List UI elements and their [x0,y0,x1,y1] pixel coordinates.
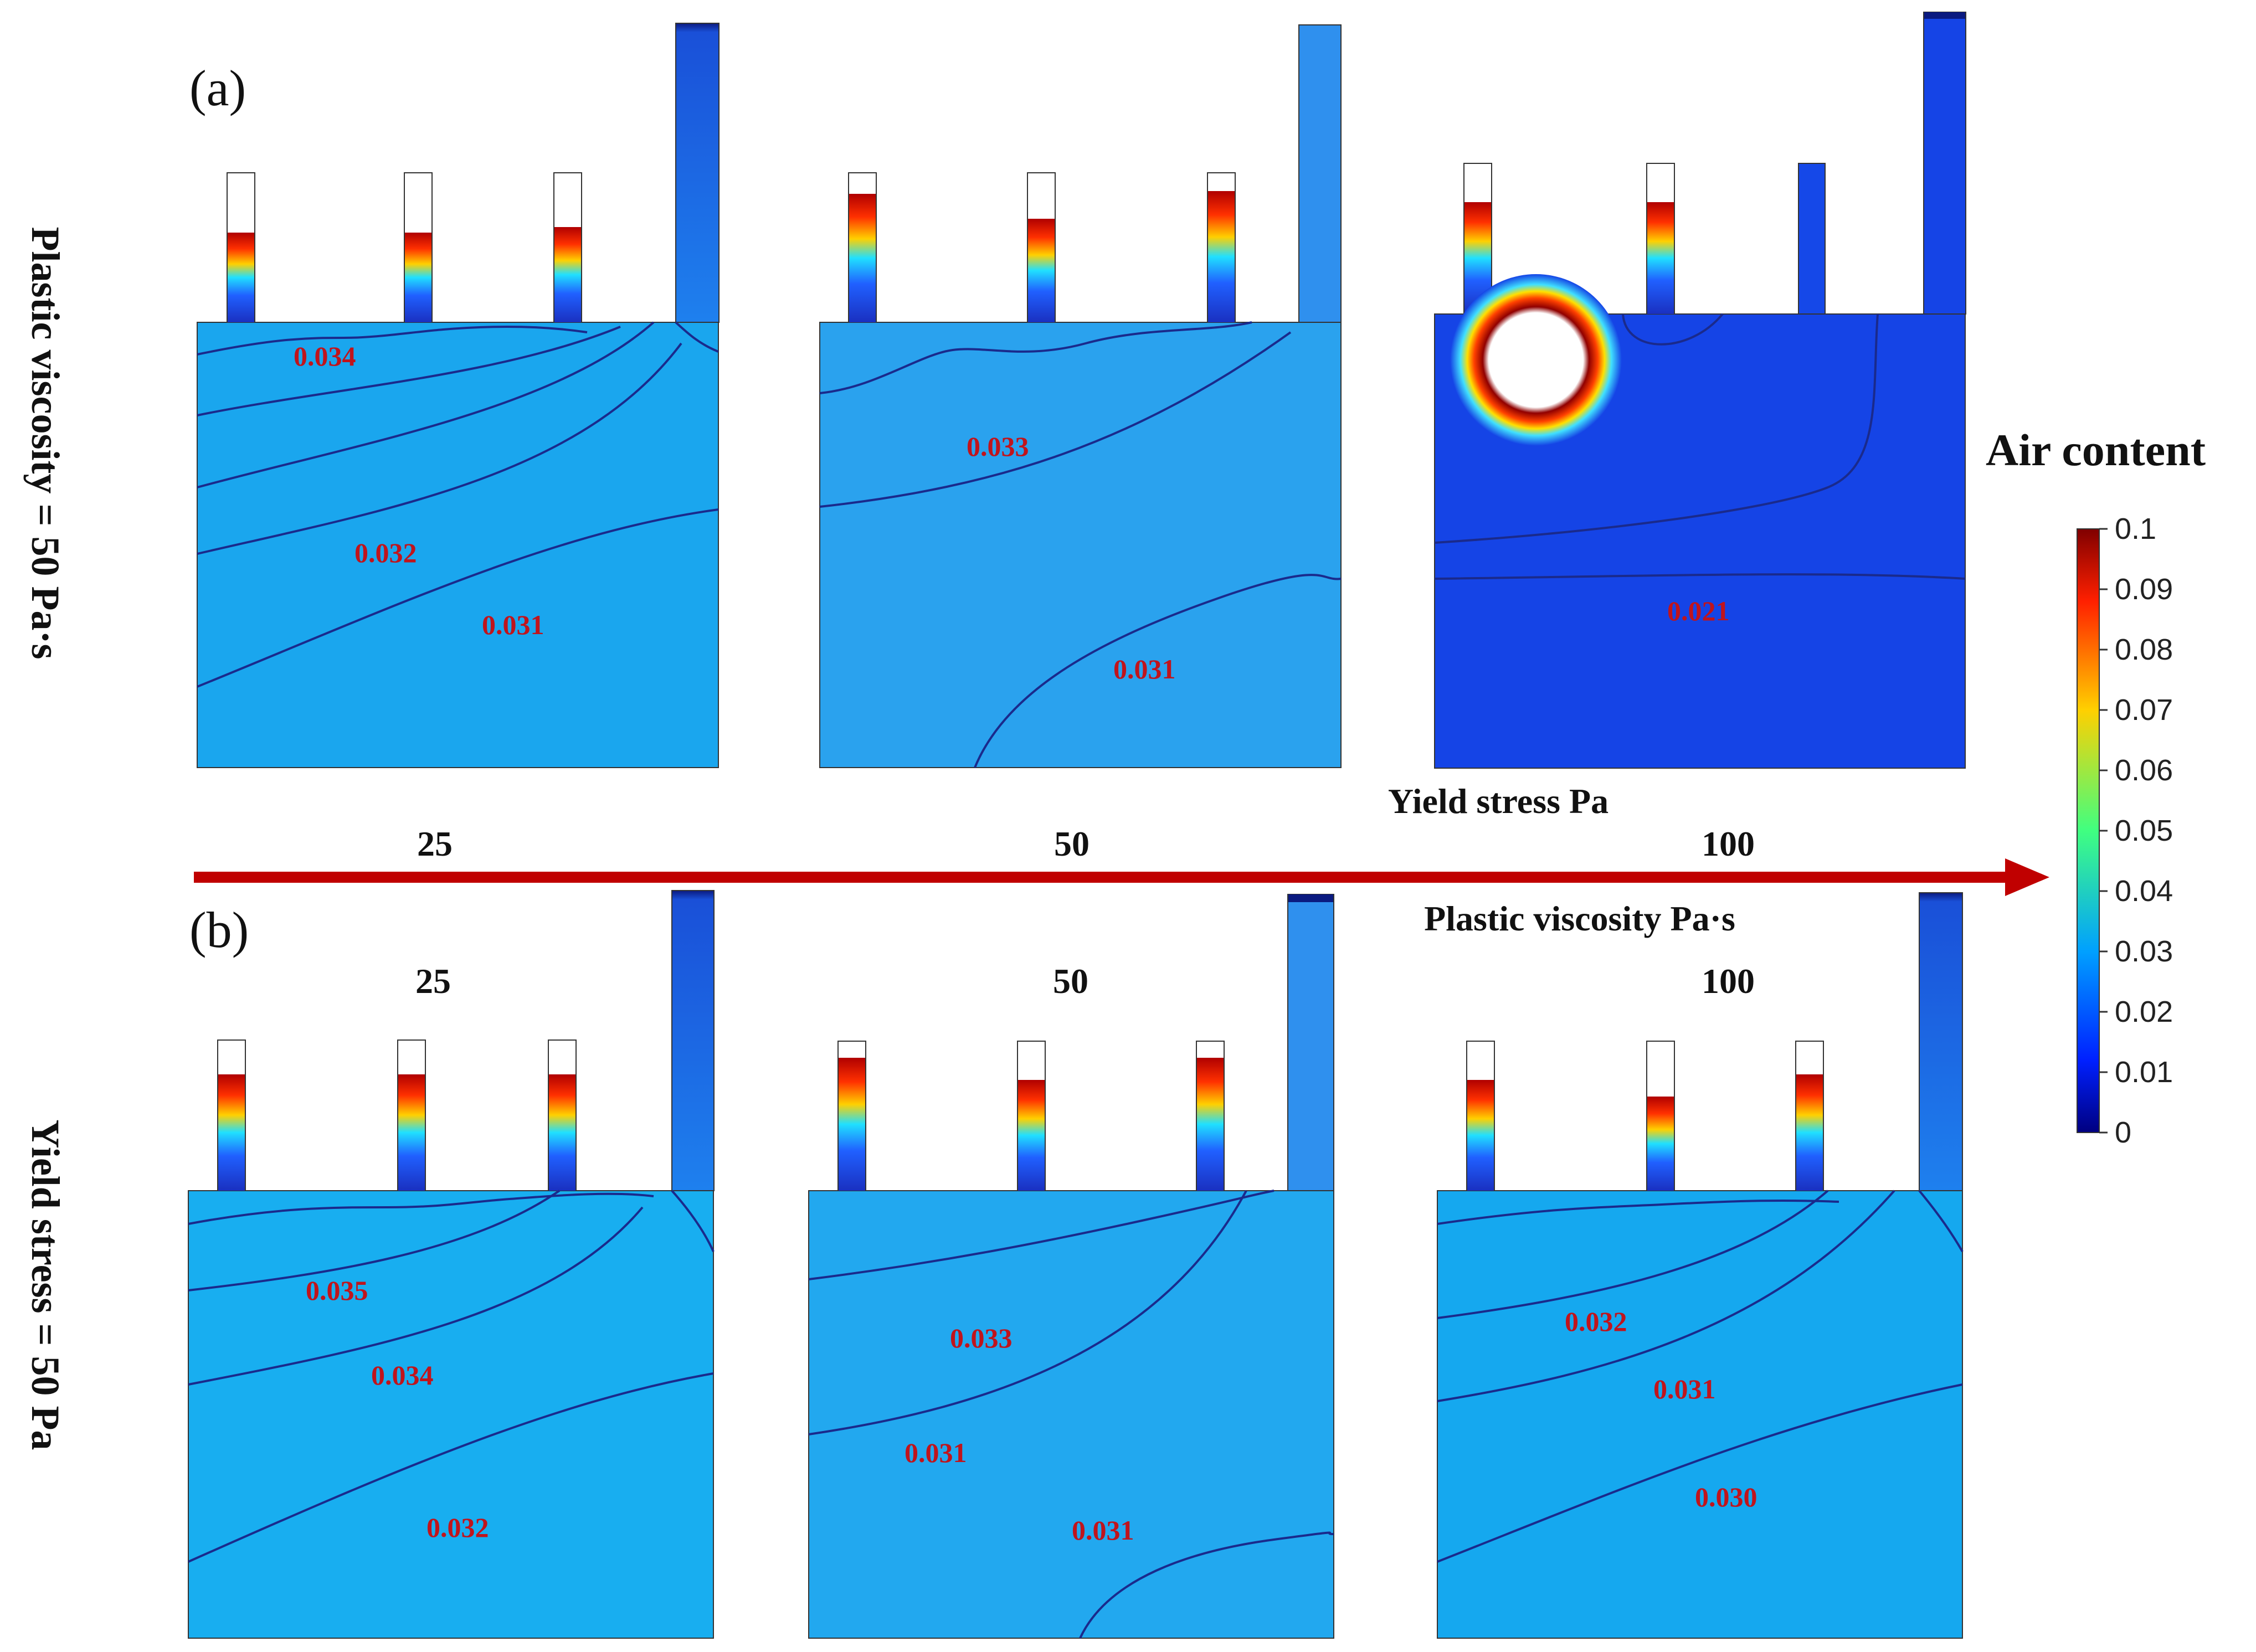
panel-b1-tubes [217,890,715,1191]
colorbar-tick-label: 0.08 [2115,633,2173,666]
colorbar-tick-label: 0 [2115,1116,2131,1149]
row-label-top: Plastic viscosity = 50 Pa·s [23,227,68,660]
panel-b2-tubes [837,894,1334,1191]
colorbar-tick-label: 0.09 [2115,573,2173,606]
contour-label: 0.034 [294,341,356,372]
panel-a2-tubes [848,24,1342,323]
panel-a3-tubes [1463,12,1966,315]
contour-label: 0.033 [950,1322,1013,1353]
panel-b1-contours [188,1190,715,1563]
yield-stress-value: 100 [1702,824,1755,863]
yield-stress-value: 50 [1054,824,1090,863]
colorbar-tick-label: 0.07 [2115,693,2173,727]
panel-a3-contours [1434,313,1966,580]
plastic-viscosity-caption: Plastic viscosity Pa·s [1424,899,1735,938]
contour-label: 0.035 [306,1275,368,1306]
contour-label: 0.031 [482,609,544,640]
contour-label: 0.032 [354,537,417,568]
colorbar-tick-label: 0.04 [2115,874,2173,908]
yield-stress-caption: Yield stress Pa [1388,781,1609,821]
contour-label: 0.032 [426,1512,489,1543]
panel-b2-body [808,1190,1334,1639]
panel-a3: 0.021 [1434,12,1966,769]
contour-label: 0.031 [1072,1515,1134,1546]
contour-label: 0.031 [905,1437,967,1468]
contour-label: 0.031 [1653,1373,1716,1404]
parameter-arrow [194,858,2049,896]
colorbar-tick-label: 0.1 [2115,512,2156,545]
panel-label-b: (b) [189,902,249,958]
colorbar: Air content 0.1 0.09 0.08 0.07 0.06 0.05 0.04 0… [1986,425,2206,1149]
panel-b3-contours [1437,1190,1964,1563]
row-label-bottom: Yield stress = 50 Pa [23,1120,68,1450]
colorbar-tick-label: 0.01 [2115,1056,2173,1089]
plastic-viscosity-value: 100 [1702,961,1755,1001]
panel-b2-contours [808,1190,1334,1639]
panel-a1-contours [197,321,719,688]
colorbar-tick-label: 0.02 [2115,995,2173,1028]
colorbar-tick-label: 0.05 [2115,814,2173,847]
colorbar-tick-label: 0.03 [2115,935,2173,968]
contour-label: 0.032 [1565,1306,1627,1337]
panel-b1: 0.035 0.034 0.032 [188,890,715,1639]
panel-b1-body [188,1190,714,1639]
contour-label: 0.021 [1667,595,1730,626]
panel-a1-tubes [227,23,720,323]
panel-b2: 0.033 0.031 0.031 [808,894,1334,1639]
panel-b3: 0.032 0.031 0.030 [1437,892,1964,1639]
contour-label: 0.033 [967,431,1029,462]
contour-label: 0.030 [1695,1481,1757,1512]
panel-a2: 0.033 0.031 [819,24,1342,768]
contour-label: 0.034 [371,1360,434,1391]
plastic-viscosity-value: 50 [1053,961,1088,1001]
panel-a1: 0.034 0.032 0.031 [197,23,720,768]
panel-label-a: (a) [189,60,246,116]
air-bubble [1450,274,1622,446]
colorbar-scale [2077,528,2100,1133]
panel-a2-contours [819,321,1342,768]
colorbar-tick-label: 0.06 [2115,754,2173,787]
panel-b3-body [1437,1190,1963,1639]
panel-a2-body [819,322,1342,768]
contour-label: 0.031 [1113,653,1176,685]
panel-b3-tubes [1466,892,1963,1191]
yield-stress-value: 25 [417,824,453,863]
plastic-viscosity-value: 25 [415,961,451,1001]
colorbar-title: Air content [1986,425,2206,475]
